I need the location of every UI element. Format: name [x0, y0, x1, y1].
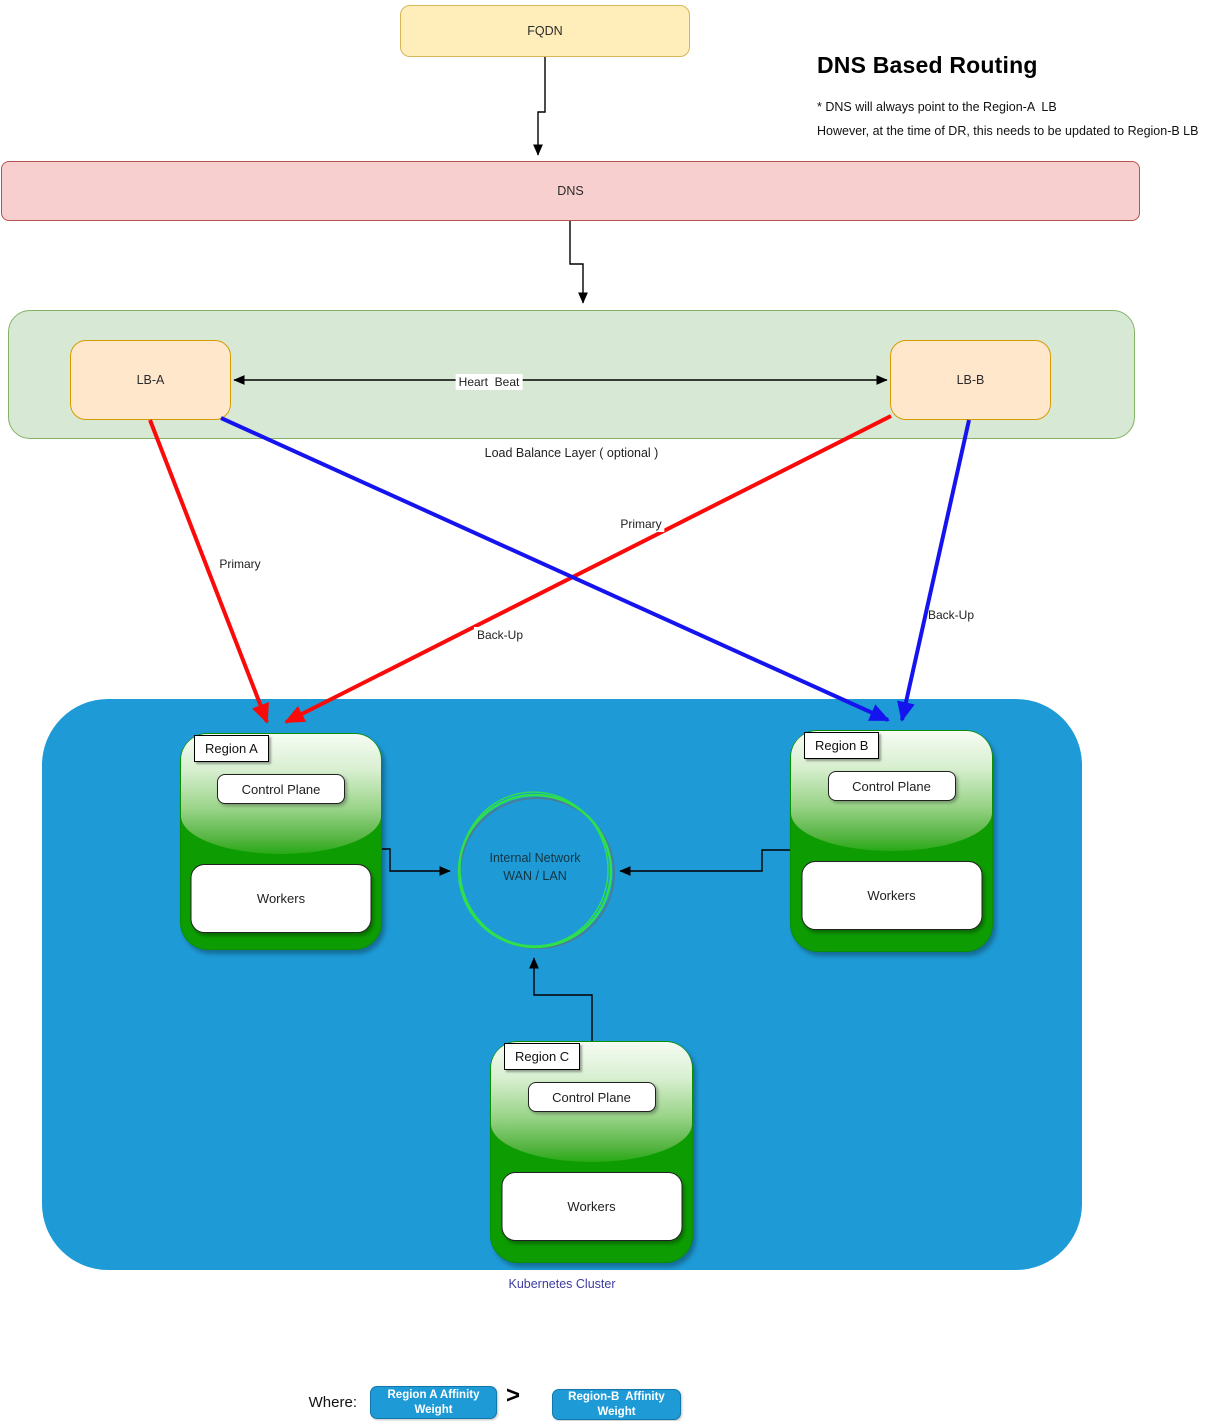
lb-b-label: LB-B: [956, 373, 985, 387]
primary-label-right: Primary: [617, 516, 665, 532]
backup-label-right: Back-Up: [927, 608, 975, 622]
kubernetes-cluster-caption: Kubernetes Cluster: [508, 1277, 616, 1291]
legend-where-label: Where:: [308, 1394, 357, 1411]
title-note-2: However, at the time of DR, this needs t…: [817, 124, 1199, 138]
dns-label: DNS: [557, 184, 584, 198]
region-a-tag: Region A: [194, 735, 269, 762]
region-a-control-plane[interactable]: Control Plane: [217, 774, 345, 804]
fqdn-label: FQDN: [527, 24, 563, 38]
region-b-tag: Region B: [804, 732, 880, 759]
legend-region-a-weight[interactable]: Region A Affinity Weight: [370, 1386, 497, 1419]
edge-lba-regionb-backup: [220, 416, 890, 722]
region-c-node[interactable]: Region C Control Plane Workers: [490, 1041, 693, 1263]
fqdn-node[interactable]: FQDN: [400, 5, 690, 57]
heartbeat-label: Heart Beat: [455, 374, 523, 390]
page-title: DNS Based Routing: [817, 52, 1038, 78]
internal-network-label: Internal Network WAN / LAN: [489, 851, 581, 884]
edge-lbb-regiona-backup: [284, 414, 892, 724]
edge-dns-lb: [569, 221, 588, 304]
region-c-tag: Region C: [504, 1043, 581, 1070]
lb-a-label: LB-A: [136, 373, 165, 387]
legend-region-b-weight[interactable]: Region-B Affinity Weight: [552, 1389, 681, 1420]
region-b-control-plane[interactable]: Control Plane: [827, 771, 956, 801]
backup-label-left: Back-Up: [473, 627, 527, 643]
load-balance-layer-caption: Load Balance Layer ( optional ): [484, 446, 659, 460]
primary-label-left: Primary: [216, 556, 264, 572]
region-b-workers[interactable]: Workers: [801, 861, 982, 930]
edge-fqdn-dns: [533, 57, 546, 156]
lb-a-node[interactable]: LB-A: [70, 340, 231, 420]
legend-greater-than: >: [506, 1382, 521, 1409]
region-c-control-plane[interactable]: Control Plane: [527, 1082, 656, 1112]
region-b-node[interactable]: Region B Control Plane Workers: [790, 730, 993, 952]
edge-lbb-regionb-primary: [897, 419, 971, 722]
dns-node[interactable]: DNS: [1, 161, 1140, 221]
title-block: DNS Based Routing * DNS will always poin…: [817, 52, 1207, 138]
region-a-node[interactable]: Region A Control Plane Workers: [180, 733, 382, 950]
lb-b-node[interactable]: LB-B: [890, 340, 1051, 420]
title-note-1: * DNS will always point to the Region-A …: [817, 100, 1057, 114]
region-a-workers[interactable]: Workers: [190, 864, 372, 933]
region-c-workers[interactable]: Workers: [501, 1172, 682, 1241]
